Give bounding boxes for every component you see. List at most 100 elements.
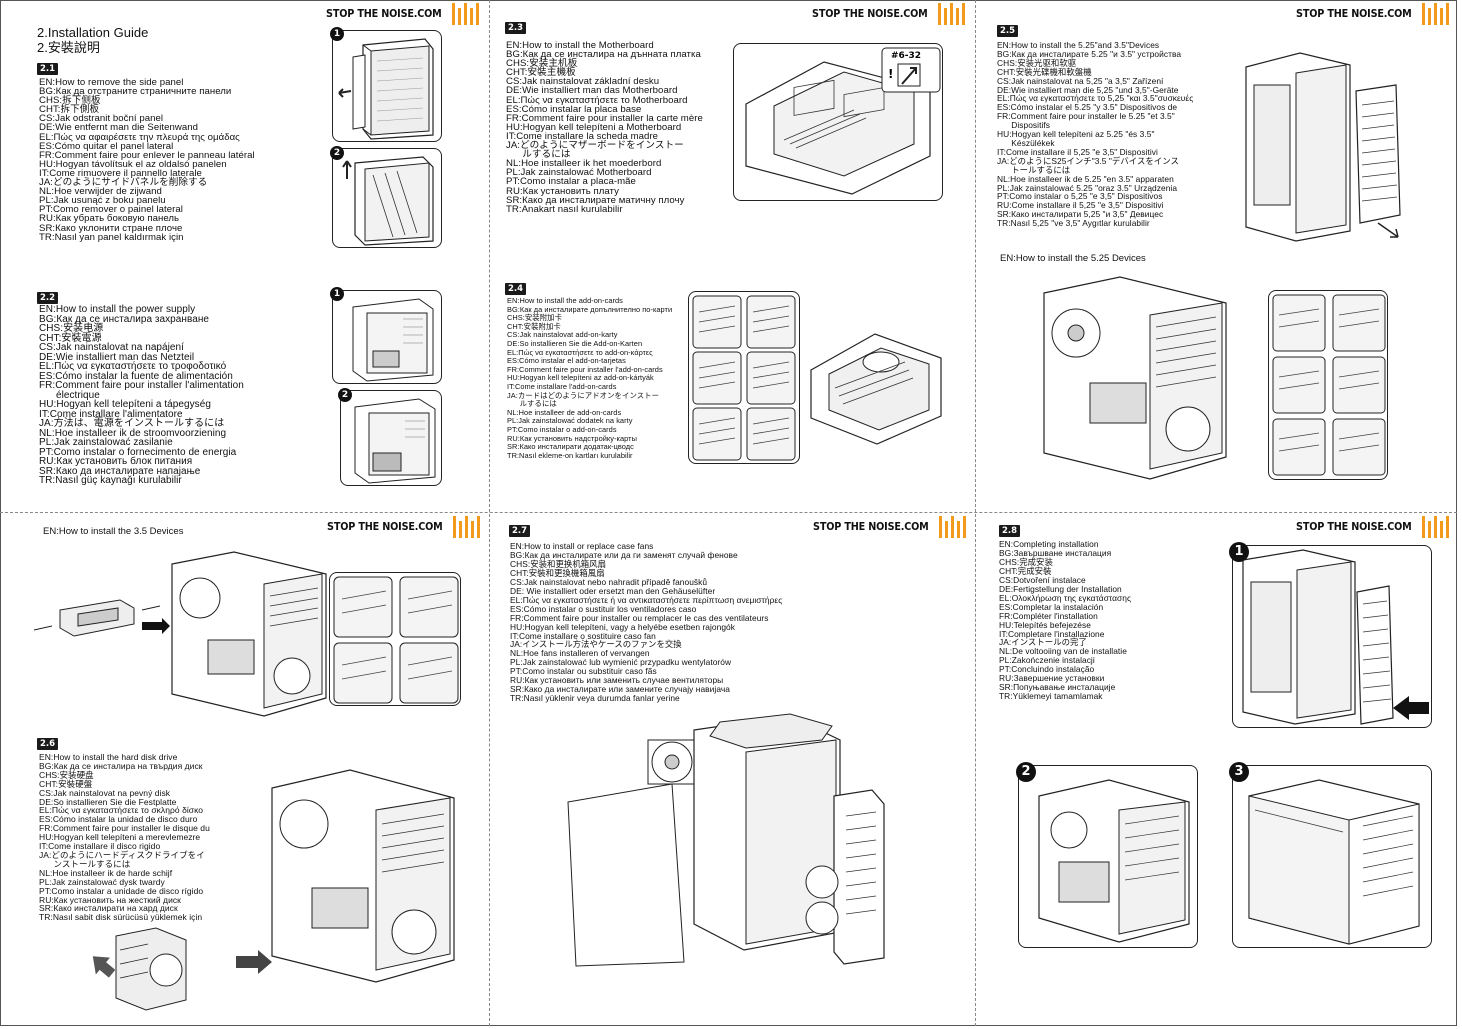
language-line: EN:How to install or replace case fans [510,541,654,551]
language-line: IT:Come rimuovere il pannello laterale [39,167,202,179]
language-line: DE:So installieren Sie die Festplatte [39,796,177,807]
language-line: JA:インストールの完了 [999,637,1087,648]
language-line: BG:Как да инсталирате допълнително по-ка… [507,304,673,314]
language-line: CHT:安裝主機板 [506,67,576,79]
case-motherboard-illustration: #6-32 ! [745,47,941,195]
figure-remove-side-panel-step1 [332,30,442,142]
language-line: PT:Como instalar ou substituir caso fãs [510,666,657,677]
brand-logo-bars-icon [938,516,966,538]
drive-adapter-illustration [33,599,170,637]
language-line: PT:Como instalar o fornecimento de energ… [39,446,237,458]
language-line: EL:Ολοκλήρωση της εγκατάστασης [999,592,1132,603]
language-line: EL:Πώς να εγκαταστήσετε ή να αντικαταστή… [510,594,783,605]
section-badge: 2.4 [505,283,527,295]
language-line: CS:Jak nainstalovat na pevný disk [39,787,171,798]
brand-logo: STOP THE NOISE.COM [316,3,479,25]
add-on-card-step-grid-illustration [692,295,796,461]
figure-35-devices-case [168,548,330,720]
language-line: PT:Como instalar a unidade de disco rígi… [39,885,204,896]
heading-525-devices: EN:How to install the 5.25 Devices [1000,253,1146,264]
language-line: IT:Come installare il 5,25 "e 3,5" Dispo… [997,146,1158,157]
language-line: EL:Πώς να εγκαταστήσετε το Motherboard [506,94,688,106]
figure-power-supply-step1 [332,290,442,384]
language-line: PL:Jak zainstalować lub wymienić przypad… [510,657,732,668]
language-line: DE: Wie installiert oder ersetzt man den… [510,585,716,596]
figure-motherboard: #6-32 ! [733,43,943,201]
language-line: TR:Nasıl güç kaynağı kurulabilir [39,475,182,486]
language-line: PL:Jak zainstalować dysk twardy [39,876,165,887]
language-line: EN:How to install the power supply [39,304,196,315]
language-line: SR:Како инсталирати на хард диск [39,903,178,914]
language-line: HU:Hogyan távolítsuk el az oldalsó panel… [39,158,227,170]
figure-completing-step1 [1232,545,1432,728]
language-line: PL:Jak zainstalować dodatek na karty [507,416,633,426]
section-badge: 2.3 [505,22,527,34]
language-line: RU:Как установить или заменить случае ве… [510,675,724,686]
language-line: FR:Comment faire pour enlever le panneau… [39,149,255,161]
figure-completing-step3 [1232,765,1432,948]
section-badge: 2.6 [37,738,59,750]
fold-line-vertical-2 [975,0,976,1026]
language-line: HU:Telepítés befejezése [999,619,1091,630]
brand-logo-text: STOP THE NOISE.COM [1296,8,1412,20]
language-line: ES:Completar la instalación [999,601,1104,612]
section-text-525-and-35-devices: EN:How to install the 5.25"and 3.5"Devic… [997,41,1193,228]
language-line: HU:Hogyan kell telepíteni az 5.25 "és 3.… [997,129,1155,140]
figure-front-bezel [1240,45,1420,245]
language-line: EN:How to install the 5.25"and 3.5"Devic… [997,40,1160,50]
language-line: DE:Fertigstellung der Installation [999,583,1122,594]
case-exploded-illustration [567,713,885,967]
language-line: PT:Como remover o painel lateral [39,204,183,216]
language-line: ES:Cómo instalar la fuente de alimentaci… [39,370,233,382]
language-line: CHS:完成安装 [999,556,1053,567]
language-line: CS:Jak nainstalovat základní desku [506,76,660,88]
warning-icon: ! [888,67,893,81]
case-open-illustration [810,333,942,445]
brand-logo-bars-icon [1421,3,1449,25]
language-line: EN:Completing installation [999,539,1099,549]
language-line: PT:Como instalar o 5,25 "e 3,5" Disposit… [997,191,1163,202]
language-line: RU:Как установить плату [506,185,619,197]
language-line: RU:Come installare il 5,25 "e 3,5" Dispo… [997,200,1164,211]
screw-label: #6-32 [891,51,921,61]
fold-line-horizontal [0,512,1457,513]
language-line: ES:Cómo instalar o sustituir los ventila… [510,603,697,614]
brand-logo: STOP THE NOISE.COM [1286,516,1449,538]
language-line: FR:Comment faire pour installer l'add-on… [507,364,663,374]
language-line: FR:Comment faire pour installer le disqu… [39,823,210,834]
figure-hard-disk-cage [86,924,276,1024]
brand-logo: STOP THE NOISE.COM [1286,3,1449,25]
language-line: BG:Как да инсталирате 5.25 "и 3.5" устро… [997,48,1182,59]
language-line: CS:Jak nainstalovat add-on-karty [507,330,618,340]
figure-35-drive-adapter [30,590,170,650]
case-side-illustration [1038,779,1190,943]
language-line: IT:Come installare l'add-on-cards [507,381,617,391]
figure-case-fans-exploded [560,712,900,974]
fold-line-vertical-1 [489,0,490,1026]
language-line: DE:Wie entfernt man die Seitenwand [39,122,199,134]
language-line: CHS:拆下侧板 [39,95,101,107]
language-line: FR:Comment faire pour installer le 5.25 … [997,111,1175,122]
language-line: BG:Как да инсталирате или да ги заменят … [510,549,738,560]
language-line: SR:Како инсталирати додатак-цводс [507,442,634,452]
language-line: EL:Πώς να εγκαταστήσετε το 5,25 "και 3.5… [997,93,1194,104]
brand-logo-text: STOP THE NOISE.COM [812,8,928,20]
language-line: PL:Jak usunąć z boku panelu [39,195,166,207]
language-line: TR:Nasıl yan panel kaldırmak için [39,231,184,243]
language-line: TR:Anakart nasıl kurulabilir [506,203,623,215]
language-line: NL:Hoe fans installeren of vervangen [510,648,650,659]
brand-logo-bars-icon [451,3,479,25]
case-front-bezel-illustration [1245,52,1401,242]
language-line: HU:Hogyan kell telepíteni a Motherboard [506,121,682,133]
language-line: ンストールするには [39,858,131,869]
step-number-3: 3 [1229,762,1249,782]
language-line: ルするには [506,149,571,161]
language-line: CHT:拆下側板 [39,104,100,116]
section-badge: 2.5 [997,25,1019,37]
language-line: FR:Comment faire pour installer l'alimen… [39,380,244,391]
language-line: TR:Yüklemeyi tamamlamak [999,691,1103,702]
case-closed-illustration [1248,779,1420,945]
language-line: RU:Как установить надстройку-карты [507,433,637,443]
